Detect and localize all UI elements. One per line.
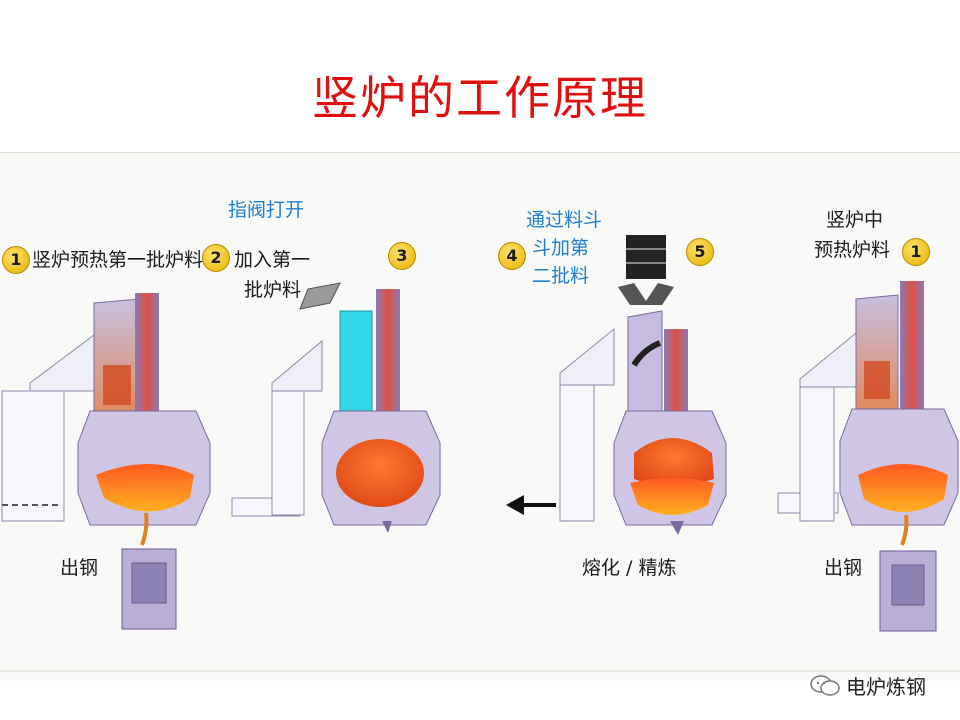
preheated-scrap-1: [103, 365, 131, 405]
furnace-3: [506, 235, 727, 535]
transformer-housing-1: [1, 390, 65, 522]
step-2-label-line-1: 加入第一: [234, 249, 311, 271]
shaft-furnace-diagram: [0, 235, 960, 672]
furnace-2: [231, 282, 441, 533]
transformer-housing-2: [271, 382, 305, 516]
melting-refining-label: 熔化 / 精炼: [582, 557, 677, 579]
furnace-4: [777, 281, 959, 632]
chute-2: [339, 310, 373, 430]
step-2-label-line-2: 批炉料: [244, 279, 302, 301]
charging-bucket-2: [299, 282, 341, 310]
valve-open-label: 指阀打开: [228, 199, 305, 221]
flue-1: [135, 293, 159, 415]
hopper-3: [626, 235, 666, 279]
chat-bubble-icon: [810, 674, 840, 696]
roof-arm-1: [29, 334, 95, 392]
page-title: 竖炉的工作原理: [312, 71, 648, 125]
tapping-label-1: 出钢: [60, 557, 99, 579]
step-6-label-line-2: 预热炉料: [814, 239, 891, 261]
step-4-label-line-1: 通过料斗: [526, 209, 603, 231]
melt-pool-3: [630, 478, 714, 515]
transformer-housing-4: [799, 378, 835, 522]
step-badge-6: 1: [902, 238, 930, 266]
diagram-panel: 1 2 3 4 5 1 竖炉预热第一批炉料 指阀打开 加入第一 批炉料 通过料斗…: [0, 152, 960, 681]
scrap-charge-2: [336, 439, 424, 507]
step-badge-3: 3: [388, 242, 416, 270]
transformer-housing-3: [559, 372, 595, 522]
flue-4: [900, 281, 924, 413]
step-1-label: 竖炉预热第一批炉料: [32, 249, 204, 271]
hopper-gate-3: [618, 283, 674, 305]
watermark: 电炉炼钢: [810, 671, 926, 700]
tilt-arrow-3: [506, 495, 524, 515]
tap-stream-1: [140, 512, 149, 546]
furnace-1: [1, 293, 211, 630]
flue-3: [664, 329, 688, 425]
step-badge-1: 1: [2, 246, 30, 274]
step-6-label-line-1: 竖炉中: [826, 209, 884, 231]
melt-pool-4: [858, 464, 948, 512]
tapping-label-2: 出钢: [824, 557, 863, 579]
step-4-label-line-2: 斗加第: [532, 237, 590, 259]
flue-2: [376, 289, 400, 415]
step-badge-4: 4: [498, 242, 526, 270]
step-4-label-line-3: 二批料: [532, 265, 590, 287]
watermark-text: 电炉炼钢: [846, 675, 926, 699]
scrap-charge-3: [634, 438, 714, 486]
step-badge-2: 2: [202, 244, 230, 272]
step-badge-5: 5: [686, 238, 714, 266]
melt-pool-1: [96, 464, 194, 512]
